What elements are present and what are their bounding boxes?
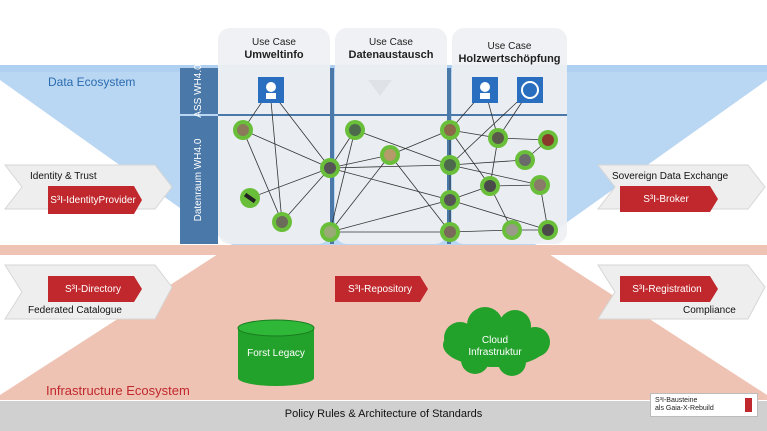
- directory-label: S³I-Directory: [64, 283, 122, 295]
- repository-module: [335, 276, 428, 302]
- cloud-infrastruktur-shape: [443, 307, 550, 376]
- identityprovider-label: S³I-IdentityProvider: [50, 194, 136, 206]
- gear-node-icon: [517, 77, 543, 103]
- policy-rules-label: Policy Rules & Architecture of Standards: [284, 408, 483, 420]
- legend-swatch: [745, 398, 752, 412]
- infrastructure-ecosystem-band: [0, 245, 767, 400]
- use-case-prefix: Use Case: [252, 37, 296, 48]
- network-nodes: [233, 77, 558, 242]
- federated-catalogue-label: Federated Catalogue: [28, 305, 122, 316]
- broker-label: S³I-Broker: [643, 193, 689, 205]
- registration-label: S³I-Registration: [632, 283, 702, 295]
- legend-box: S³I-Bausteine als Gaia-X-Rebuild: [650, 393, 758, 417]
- use-case-header-umweltinfo: Use Case Umweltinfo: [218, 36, 330, 62]
- cloud-label: Cloud Infrastruktur: [468, 335, 522, 358]
- registration-module: [620, 276, 718, 302]
- identity-trust-label: Identity & Trust: [30, 171, 97, 182]
- broker-module: [620, 186, 718, 212]
- legend-line-2: als Gaia-X-Rebuild: [655, 405, 714, 412]
- directory-module: [48, 276, 142, 302]
- data-ecosystem-label: Data Ecosystem: [48, 75, 136, 89]
- use-case-header-datenaustausch: Use Case Datenaustausch: [335, 36, 447, 62]
- compliance-label: Compliance: [683, 305, 736, 316]
- ass-layer-column: [180, 68, 218, 114]
- use-case-prefix: Use Case: [369, 37, 413, 48]
- forst-legacy-cylinder: [237, 319, 315, 386]
- datenraum-layer-column: [180, 116, 218, 244]
- datenraum-layer-label: Datenraum WH4.0: [193, 138, 204, 222]
- use-case-header-holzwertschoepfung: Use Case Holzwertschöpfung: [452, 40, 567, 66]
- repository-label: S³I-Repository: [348, 283, 412, 295]
- identityprovider-module: [48, 186, 142, 214]
- use-case-title: Datenaustausch: [348, 49, 434, 61]
- use-case-title: Umweltinfo: [244, 49, 304, 61]
- forst-legacy-label: Forst Legacy: [247, 348, 305, 359]
- policy-bar: [0, 401, 767, 431]
- infrastructure-ecosystem-label: Infrastructure Ecosystem: [46, 383, 190, 398]
- use-case-prefix: Use Case: [487, 41, 532, 52]
- ass-layer-label: ASS WH4.0: [193, 64, 204, 118]
- use-case-title: Holzwertschöpfung: [458, 53, 561, 65]
- legend-line-1: S³I-Bausteine: [655, 397, 698, 404]
- sovereign-data-exchange-label: Sovereign Data Exchange: [612, 171, 729, 182]
